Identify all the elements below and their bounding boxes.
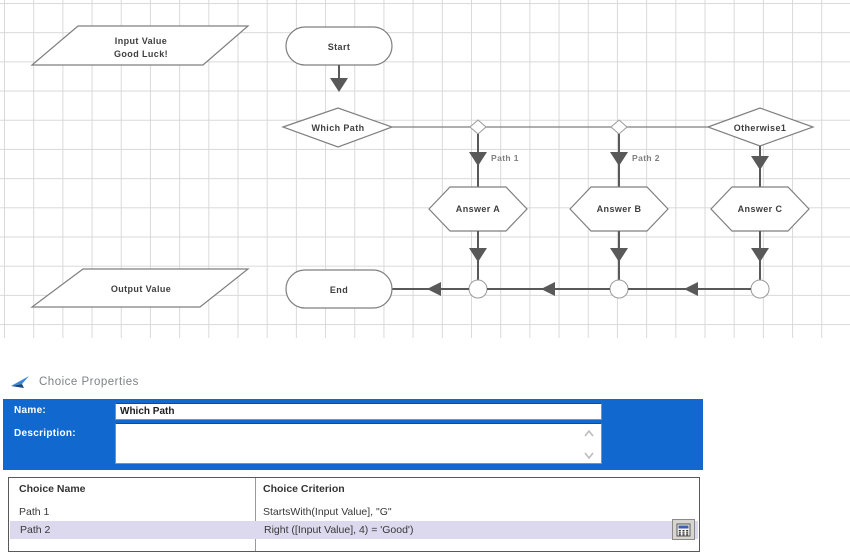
edge-label-path1: Path 1: [491, 153, 519, 163]
node-answer-b[interactable]: Answer B: [569, 186, 669, 232]
node-end-label: End: [330, 285, 348, 295]
arrowhead-down-icon: [330, 78, 348, 92]
node-answer-c-label: Answer C: [738, 204, 783, 214]
column-header-choice-criterion: Choice Criterion: [263, 483, 345, 495]
table-row-path2-selected[interactable]: Path 2 Right ([Input Value], 4) = 'Good'…: [10, 519, 698, 540]
choice-name-cell[interactable]: Path 2: [20, 524, 51, 536]
properties-header: Choice Properties: [10, 372, 139, 392]
choice-criterion-cell[interactable]: Right ([Input Value], 4) = 'Good'): [264, 524, 414, 536]
connector-answer-b-down[interactable]: [610, 231, 628, 280]
node-decision-label: Which Path: [312, 123, 365, 133]
node-answer-a[interactable]: Answer A: [428, 186, 528, 232]
connector-start-to-decision[interactable]: [330, 65, 348, 92]
connector-path2[interactable]: Path 2: [610, 134, 660, 187]
node-otherwise-label: Otherwise1: [734, 123, 787, 133]
choice-properties-panel: Name: Description:: [3, 399, 703, 470]
choice-criterion-cell[interactable]: StartsWith(Input Value], "G": [263, 506, 392, 518]
properties-title: Choice Properties: [39, 376, 139, 388]
connector-otherwise[interactable]: [751, 146, 769, 187]
node-answer-b-label: Answer B: [597, 204, 642, 214]
arrowhead-down-icon: [751, 248, 769, 262]
node-output-label: Output Value: [111, 284, 171, 294]
arrowhead-down-icon: [751, 156, 769, 170]
node-input-label-line2: Good Luck!: [114, 49, 168, 59]
branch-port-1-icon: [469, 119, 487, 135]
node-end[interactable]: End: [285, 269, 393, 309]
arrowhead-down-icon: [610, 152, 628, 166]
junction-circle-3[interactable]: [750, 279, 770, 299]
name-label: Name:: [14, 405, 47, 416]
node-output-value[interactable]: Output Value: [30, 268, 250, 308]
node-start-label: Start: [328, 42, 351, 52]
arrowhead-left-icon: [427, 282, 441, 296]
junction-circle-1[interactable]: [468, 279, 488, 299]
description-input[interactable]: [115, 423, 602, 464]
scroll-up-icon[interactable]: [584, 429, 594, 437]
scroll-down-icon[interactable]: [584, 452, 594, 460]
arrowhead-down-icon: [469, 248, 487, 262]
node-answer-a-label: Answer A: [456, 204, 500, 214]
node-answer-c[interactable]: Answer C: [710, 186, 810, 232]
connector-path1[interactable]: Path 1: [469, 134, 519, 187]
edge-label-path2: Path 2: [632, 153, 660, 163]
choice-name-cell[interactable]: Path 1: [19, 506, 50, 518]
expression-builder-button[interactable]: [672, 519, 695, 540]
arrowhead-left-icon: [684, 282, 698, 296]
flowchart-canvas[interactable]: Input Value Good Luck! Start Which Path: [0, 0, 850, 338]
node-input-value[interactable]: Input Value Good Luck!: [30, 25, 250, 66]
branch-port-2-icon: [610, 119, 628, 135]
arrowhead-down-icon: [610, 248, 628, 262]
calculator-icon: [676, 523, 691, 536]
choices-table: Choice Name Choice Criterion Path 1 Star…: [8, 477, 700, 552]
connector-answer-c-down[interactable]: [751, 231, 769, 280]
junction-circle-2[interactable]: [609, 279, 629, 299]
arrowhead-down-icon: [469, 152, 487, 166]
node-otherwise[interactable]: Otherwise1: [706, 107, 815, 147]
choice-flag-icon: [11, 376, 29, 388]
node-input-label-line1: Input Value: [115, 36, 167, 46]
column-divider: [255, 478, 256, 551]
column-header-choice-name: Choice Name: [19, 483, 86, 495]
name-input[interactable]: [115, 403, 602, 420]
node-which-path-decision[interactable]: Which Path: [281, 107, 394, 148]
arrowhead-left-icon: [541, 282, 555, 296]
connector-answer-a-down[interactable]: [469, 231, 487, 280]
connector-decision-branches[interactable]: [392, 119, 708, 135]
connector-return-to-end[interactable]: [392, 282, 751, 296]
description-label: Description:: [14, 428, 76, 439]
node-start[interactable]: Start: [285, 26, 393, 66]
